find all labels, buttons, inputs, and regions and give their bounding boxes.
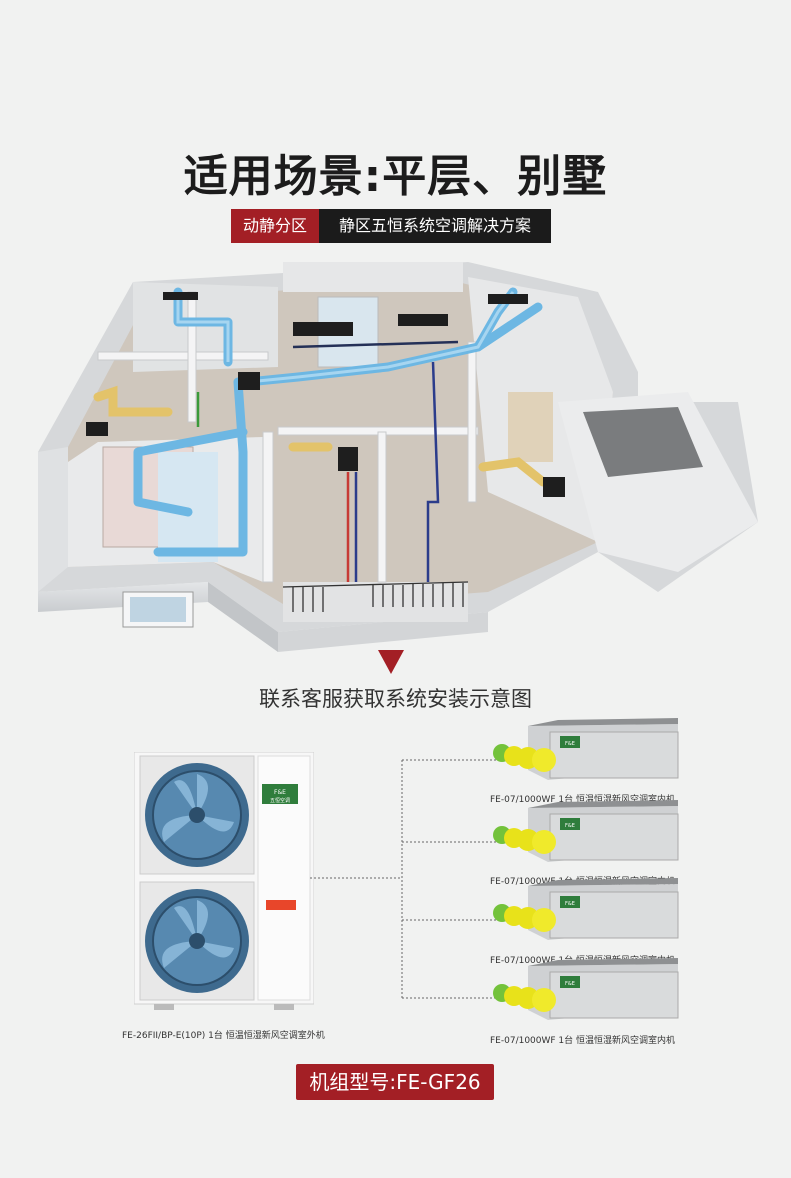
scenario-banner: 动静分区 静区五恒系统空调解决方案 bbox=[231, 209, 552, 243]
floor-plan-illustration bbox=[38, 262, 758, 652]
outdoor-unit-image: F&E 五恒空调 bbox=[134, 752, 314, 1010]
model-number-button[interactable]: 机组型号:FE-GF26 bbox=[296, 1064, 494, 1100]
fan-icon bbox=[145, 763, 249, 867]
indoor-unit-image: F&E bbox=[493, 878, 679, 940]
indoor-logo: F&E bbox=[565, 901, 575, 907]
page-title: 适用场景:平层、别墅 bbox=[183, 151, 608, 202]
indoor-logo: F&E bbox=[565, 741, 575, 747]
indoor-logo: F&E bbox=[565, 981, 575, 987]
outdoor-unit-label: FE-26FII/BP-E(10P) 1台 恒温恒湿新风空调室外机 bbox=[122, 1031, 325, 1041]
duct-outlet-icon bbox=[493, 904, 556, 932]
duct-outlet-icon bbox=[493, 826, 556, 854]
contact-hint: 联系客服获取系统安装示意图 bbox=[259, 687, 532, 711]
indoor-unit-image: F&E bbox=[493, 800, 679, 862]
banner-description: 静区五恒系统空调解决方案 bbox=[319, 209, 552, 243]
connection-lines bbox=[310, 759, 500, 999]
indoor-logo: F&E bbox=[565, 823, 575, 829]
fan-icon bbox=[145, 889, 249, 993]
duct-outlet-icon bbox=[493, 744, 556, 772]
outdoor-panel-text: 五恒空调 bbox=[270, 797, 290, 804]
down-arrow-icon bbox=[378, 650, 404, 674]
indoor-unit-image: F&E bbox=[493, 958, 679, 1020]
indoor-unit-image: F&E bbox=[493, 718, 679, 780]
indoor-unit-label: FE-07/1000WF 1台 恒温恒湿新风空调室内机 bbox=[490, 795, 676, 805]
outdoor-logo: F&E bbox=[274, 789, 286, 796]
banner-tag: 动静分区 bbox=[231, 209, 320, 243]
indoor-unit-label: FE-07/1000WF 1台 恒温恒湿新风空调室内机 bbox=[490, 1036, 676, 1046]
duct-outlet-icon bbox=[493, 984, 556, 1012]
